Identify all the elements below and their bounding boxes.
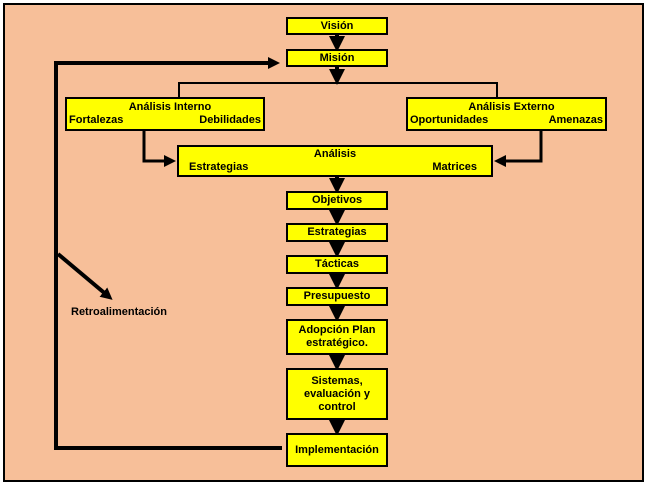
split-connector [178, 82, 498, 98]
node-objetivos: Objetivos [286, 191, 388, 210]
node-sistemas: Sistemas, evaluación y control [286, 368, 388, 420]
feedback-label: Retroalimentación [71, 306, 167, 318]
arrow-interno-analisis [142, 131, 176, 167]
feedback-pointer [56, 252, 113, 300]
fortalezas: Fortalezas [69, 114, 124, 126]
node-vision: Visión [286, 17, 388, 35]
node-label: Visión [320, 19, 354, 32]
node-label: Adopción Plan estratégico. [298, 324, 376, 349]
node-label: Objetivos [311, 194, 363, 206]
matrices: Matrices [432, 161, 477, 173]
estrategias-sub: Estrategias [189, 161, 249, 173]
oportunidades: Oportunidades [410, 114, 489, 126]
node-label: Estrategias [307, 226, 367, 238]
amenazas: Amenazas [548, 114, 603, 126]
node-analisis: Análisis Estrategias Matrices [177, 145, 493, 177]
arrow-externo-analisis [494, 131, 543, 167]
node-label: Misión [319, 51, 355, 64]
node-estrategias: Estrategias [286, 223, 388, 242]
node-title: Análisis Externo [468, 101, 555, 113]
node-label: Presupuesto [303, 290, 371, 302]
node-analisis-externo: Análisis Externo Oportunidades Amenazas [406, 97, 607, 131]
node-label: Sistemas, evaluación y control [303, 374, 371, 413]
node-adopcion: Adopción Plan estratégico. [286, 319, 388, 355]
node-label: Tácticas [314, 258, 360, 270]
node-mision: Misión [286, 49, 388, 67]
node-title: Análisis Interno [128, 101, 212, 113]
node-implementacion: Implementación [286, 433, 388, 467]
node-presupuesto: Presupuesto [286, 287, 388, 306]
node-title: Análisis [313, 148, 357, 160]
node-analisis-interno: Análisis Interno Fortalezas Debilidades [65, 97, 265, 131]
feedback-loop [54, 57, 282, 450]
node-tacticas: Tácticas [286, 255, 388, 274]
debilidades: Debilidades [199, 114, 261, 126]
node-label: Implementación [295, 443, 379, 456]
